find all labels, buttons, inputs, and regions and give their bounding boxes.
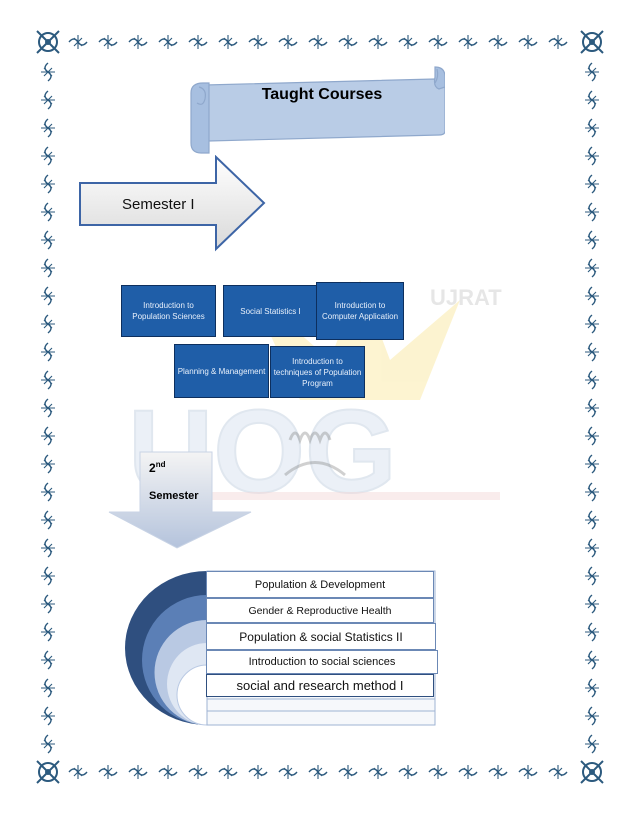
watermark-subtext: UJRAT <box>430 285 502 310</box>
course-list-item: Population & Development <box>206 571 434 598</box>
semester-2-label: Semester <box>149 490 199 502</box>
course-box: Planning & Management <box>174 344 269 398</box>
course-box: Social Statistics I <box>223 285 318 337</box>
course-box: Introduction to Population Sciences <box>121 285 216 337</box>
semester-2-number: 2 <box>149 461 156 475</box>
course-box: Introduction to techniques of Population… <box>270 346 365 398</box>
course-list-item: Population & social Statistics II <box>206 623 436 650</box>
semester-2-suffix: nd <box>156 460 166 469</box>
semester-1-label: Semester I <box>122 196 195 213</box>
semester-2-ordinal: 2nd <box>149 457 165 476</box>
course-list-item: Gender & Reproductive Health <box>206 598 434 623</box>
course-list-item: social and research method I <box>206 674 434 697</box>
title-banner <box>183 63 445 158</box>
course-box: Introduction to Computer Application <box>316 282 404 340</box>
course-list-item: Introduction to social sciences <box>206 650 438 674</box>
page-title: Taught Courses <box>210 86 434 104</box>
